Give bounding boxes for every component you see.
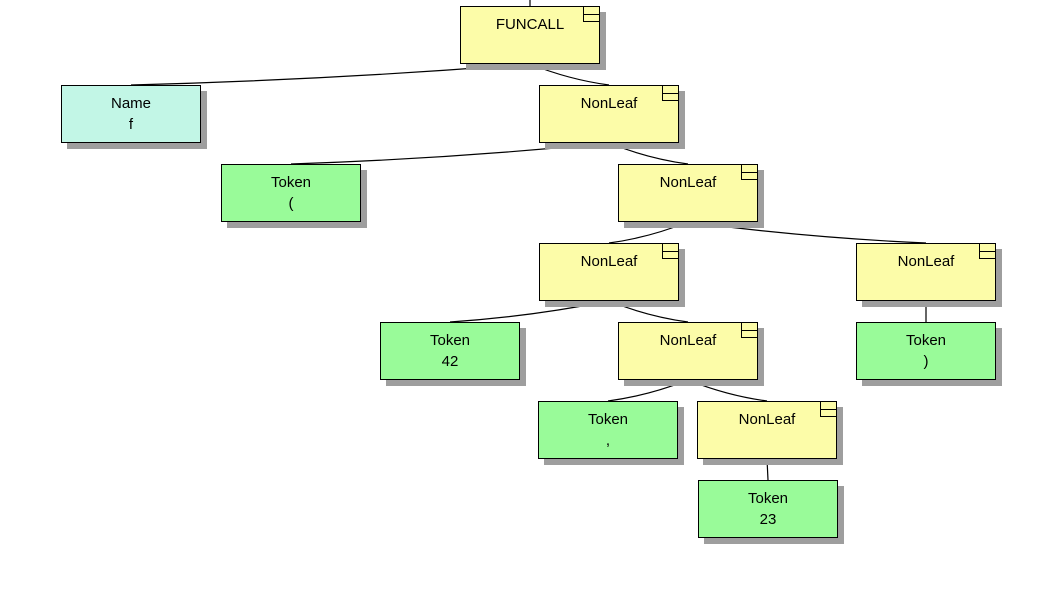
tree-edge xyxy=(687,379,768,402)
tree-node-token-42[interactable]: Token 42 xyxy=(380,322,520,380)
node-title-label: Token xyxy=(587,411,629,428)
tree-node-funcall[interactable]: FUNCALL xyxy=(460,6,600,64)
node-title-label: NonLeaf xyxy=(897,253,955,270)
tree-node-token-comma[interactable]: Token , xyxy=(538,401,678,459)
node-value-label: 42 xyxy=(441,353,459,370)
tree-node-token-23[interactable]: Token 23 xyxy=(698,480,838,538)
node-title-label: NonLeaf xyxy=(659,332,717,349)
collapse-icon-cell xyxy=(662,93,678,101)
collapse-icon-cell xyxy=(741,172,757,180)
tree-node-token-lparen[interactable]: Token ( xyxy=(221,164,361,222)
collapse-icon-cell xyxy=(583,7,599,15)
node-value-label: ( xyxy=(288,195,294,212)
collapse-icon[interactable] xyxy=(662,86,678,101)
collapse-icon-cell xyxy=(820,409,836,417)
node-title-label: Name xyxy=(110,95,151,112)
collapse-icon-cell xyxy=(820,402,836,410)
collapse-icon-cell xyxy=(741,323,757,331)
collapse-icon[interactable] xyxy=(583,7,599,22)
tree-edge xyxy=(290,142,610,165)
node-title-label: NonLeaf xyxy=(659,174,717,191)
tree-edge xyxy=(608,221,689,244)
tree-edge xyxy=(130,63,531,86)
tree-edge xyxy=(449,300,610,323)
node-value-label: , xyxy=(605,432,611,449)
tree-edge xyxy=(529,63,610,86)
tree-node-nonleaf-1[interactable]: NonLeaf xyxy=(539,85,679,143)
collapse-icon[interactable] xyxy=(741,165,757,180)
tree-edge xyxy=(607,379,689,402)
collapse-icon-cell xyxy=(979,251,995,259)
collapse-icon-cell xyxy=(979,244,995,252)
tree-node-token-rparen[interactable]: Token ) xyxy=(856,322,996,380)
node-title-label: NonLeaf xyxy=(580,95,638,112)
collapse-icon[interactable] xyxy=(979,244,995,259)
collapse-icon-cell xyxy=(662,86,678,94)
tree-node-nonleaf-4[interactable]: NonLeaf xyxy=(856,243,996,301)
collapse-icon-cell xyxy=(741,330,757,338)
tree-node-nonleaf-2[interactable]: NonLeaf xyxy=(618,164,758,222)
tree-node-name-f[interactable]: Name f xyxy=(61,85,201,143)
node-title-label: NonLeaf xyxy=(738,411,796,428)
tree-edge xyxy=(687,221,927,244)
node-title-label: FUNCALL xyxy=(495,16,565,33)
tree-node-nonleaf-6[interactable]: NonLeaf xyxy=(697,401,837,459)
node-title-label: Token xyxy=(747,490,789,507)
collapse-icon-cell xyxy=(741,165,757,173)
tree-edge xyxy=(766,458,769,481)
tree-edge xyxy=(608,300,689,323)
tree-node-nonleaf-3[interactable]: NonLeaf xyxy=(539,243,679,301)
node-value-label: f xyxy=(128,116,134,133)
node-title-label: Token xyxy=(429,332,471,349)
node-title-label: Token xyxy=(905,332,947,349)
node-value-label: ) xyxy=(923,353,929,370)
node-title-label: Token xyxy=(270,174,312,191)
collapse-icon[interactable] xyxy=(820,402,836,417)
collapse-icon-cell xyxy=(662,251,678,259)
node-title-label: NonLeaf xyxy=(580,253,638,270)
collapse-icon-cell xyxy=(583,14,599,22)
collapse-icon-cell xyxy=(662,244,678,252)
node-value-label: 23 xyxy=(759,511,777,528)
tree-node-nonleaf-5[interactable]: NonLeaf xyxy=(618,322,758,380)
tree-edge xyxy=(608,142,689,165)
collapse-icon[interactable] xyxy=(662,244,678,259)
collapse-icon[interactable] xyxy=(741,323,757,338)
